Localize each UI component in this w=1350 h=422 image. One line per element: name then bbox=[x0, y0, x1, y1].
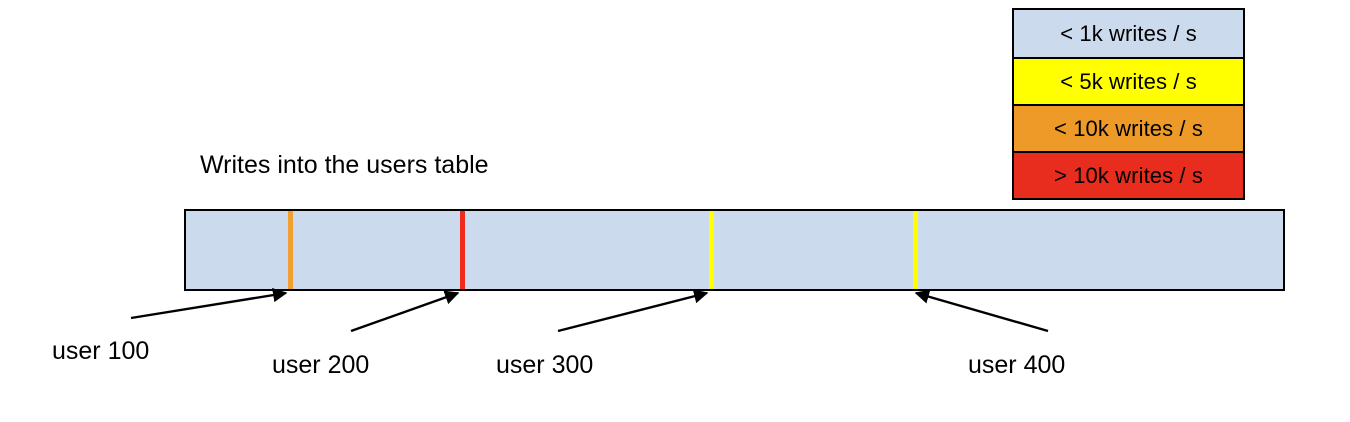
legend: < 1k writes / s < 5k writes / s < 10k wr… bbox=[1012, 8, 1245, 200]
annotation-label-user-300: user 300 bbox=[496, 351, 594, 379]
marker-user-100 bbox=[288, 211, 293, 289]
legend-row-under-5k: < 5k writes / s bbox=[1014, 57, 1243, 104]
arrow-user-300 bbox=[557, 289, 709, 333]
arrow-user-200 bbox=[350, 290, 460, 333]
annotation-label-user-400: user 400 bbox=[968, 351, 1066, 379]
marker-user-200 bbox=[460, 211, 465, 289]
legend-label-over-10k: > 10k writes / s bbox=[1054, 162, 1203, 188]
arrow-user-100 bbox=[130, 287, 288, 320]
users-table-track bbox=[184, 209, 1285, 291]
legend-row-under-10k: < 10k writes / s bbox=[1014, 104, 1243, 151]
annotation-label-user-100: user 100 bbox=[52, 337, 150, 365]
marker-user-300 bbox=[709, 211, 714, 289]
legend-row-over-10k: > 10k writes / s bbox=[1014, 151, 1243, 198]
chart-title: Writes into the users table bbox=[200, 151, 489, 179]
legend-row-under-1k: < 1k writes / s bbox=[1014, 10, 1243, 57]
marker-user-400 bbox=[913, 211, 918, 289]
legend-label-under-10k: < 10k writes / s bbox=[1054, 115, 1203, 141]
legend-label-under-5k: < 5k writes / s bbox=[1060, 68, 1197, 94]
annotation-label-user-200: user 200 bbox=[272, 351, 370, 379]
arrow-user-400 bbox=[914, 289, 1049, 333]
legend-label-under-1k: < 1k writes / s bbox=[1060, 20, 1197, 46]
